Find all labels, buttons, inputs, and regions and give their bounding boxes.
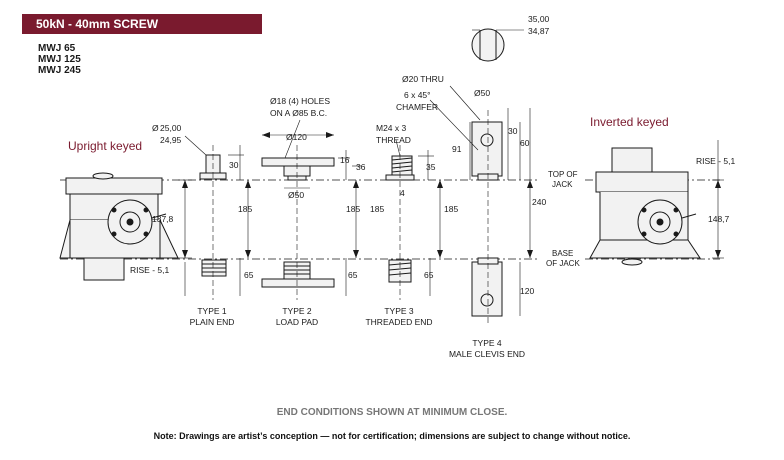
page-title: 50kN - 40mm SCREW bbox=[22, 14, 262, 34]
dim-label: CHAMFER bbox=[396, 102, 438, 112]
upright-keyed-label: Upright keyed bbox=[68, 139, 142, 153]
model-item: MWJ 125 bbox=[38, 54, 81, 65]
dim-label: 148,7 bbox=[708, 214, 730, 224]
dim-label: 6 x 45° bbox=[404, 90, 431, 100]
dim-label: 16 bbox=[340, 155, 350, 165]
dim-label: Ø bbox=[152, 123, 159, 133]
dimension-lines bbox=[178, 29, 724, 316]
base-of-jack-label: OF JACK bbox=[546, 259, 580, 268]
dim-label: 35,00 bbox=[528, 14, 550, 24]
top-of-jack-label: JACK bbox=[552, 180, 573, 189]
dim-label: 36 bbox=[356, 162, 366, 172]
type-label: LOAD PAD bbox=[276, 317, 318, 327]
type-label: TYPE 4 bbox=[472, 338, 502, 348]
dim-label: 120 bbox=[520, 286, 534, 296]
type-label: THREADED END bbox=[365, 317, 432, 327]
dim-label: 137,8 bbox=[152, 214, 174, 224]
dim-label: ON A Ø85 B.C. bbox=[270, 108, 327, 118]
dim-label: RISE - 5,1 bbox=[130, 265, 169, 275]
model-item: MWJ 245 bbox=[38, 65, 81, 76]
inverted-jack bbox=[589, 147, 701, 266]
dim-label: 240 bbox=[532, 197, 546, 207]
dim-label: 35 bbox=[426, 162, 436, 172]
dim-label: 185 bbox=[346, 204, 360, 214]
dim-label: 65 bbox=[348, 270, 358, 280]
dim-label: 24,95 bbox=[160, 135, 182, 145]
dim-label: 65 bbox=[424, 270, 434, 280]
footer-note: Note: Drawings are artist’s conception —… bbox=[153, 431, 631, 441]
dim-label: 25,00 bbox=[160, 123, 182, 133]
arrowheads bbox=[182, 132, 721, 258]
top-of-jack-label: TOP OF bbox=[548, 170, 578, 179]
dim-label: M24 x 3 bbox=[376, 123, 407, 133]
type-label: TYPE 3 bbox=[384, 306, 414, 316]
upright-jack bbox=[59, 172, 179, 281]
dim-label: Ø18 (4) HOLES bbox=[270, 96, 330, 106]
dim-label: RISE - 5,1 bbox=[696, 156, 735, 166]
dim-label: 185 bbox=[370, 204, 384, 214]
type-label: PLAIN END bbox=[190, 317, 235, 327]
footer-main: END CONDITIONS SHOWN AT MINIMUM CLOSE. bbox=[276, 407, 508, 418]
inverted-keyed-label: Inverted keyed bbox=[590, 115, 669, 129]
dim-label: 30 bbox=[508, 126, 518, 136]
dim-label: Ø20 THRU bbox=[402, 74, 444, 84]
type2-load-pad bbox=[261, 157, 335, 288]
type-label: TYPE 2 bbox=[282, 306, 312, 316]
dim-label: THREAD bbox=[376, 135, 411, 145]
dim-label: Ø120 bbox=[286, 132, 307, 142]
dim-label: Ø50 bbox=[288, 190, 304, 200]
dim-label: 30 bbox=[229, 160, 239, 170]
dim-label: 91 bbox=[452, 144, 462, 154]
base-of-jack-label: BASE bbox=[552, 249, 573, 258]
dim-label: 185 bbox=[444, 204, 458, 214]
dim-label: 65 bbox=[244, 270, 254, 280]
dim-label: 34,87 bbox=[528, 26, 550, 36]
type-label: MALE CLEVIS END bbox=[449, 349, 525, 359]
dim-label: 4 bbox=[400, 188, 405, 198]
dim-label: Ø50 bbox=[474, 88, 490, 98]
dim-label: 60 bbox=[520, 138, 530, 148]
dim-label: 185 bbox=[238, 204, 252, 214]
model-item: MWJ 65 bbox=[38, 43, 76, 54]
type-label: TYPE 1 bbox=[197, 306, 227, 316]
model-list: MWJ 65 MWJ 125 MWJ 245 bbox=[38, 43, 81, 76]
